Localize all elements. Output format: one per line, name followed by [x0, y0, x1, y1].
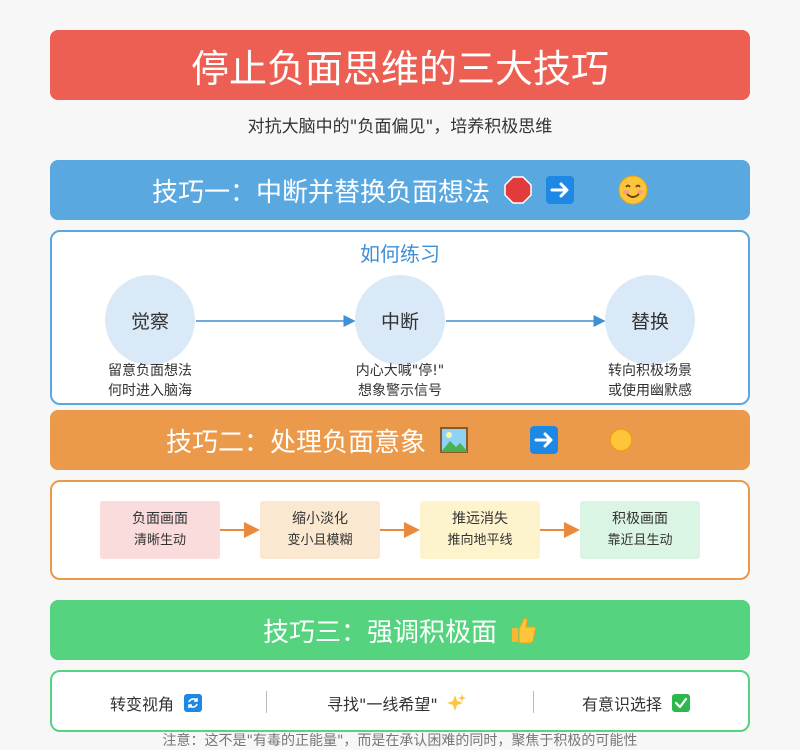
tip-label: 转变视角	[110, 695, 175, 714]
image-step-sub: 靠近且生动	[607, 533, 673, 548]
technique2-panel: 负面画面 清晰生动 缩小淡化 变小且模糊 推远消失 推向地平线 积极画面 靠近且…	[50, 480, 750, 580]
title-banner: 停止负面思维的三大技巧	[50, 30, 750, 100]
step-caption: 留意负面想法 何时进入脑海	[70, 361, 230, 401]
footer-note: 注意：这不是"有毒的正能量"，而是在承认困难的同时，聚焦于积极的可能性	[162, 733, 638, 749]
image-step-sub: 清晰生动	[133, 533, 186, 548]
caption-line: 何时进入脑海	[108, 383, 192, 399]
caption-line: 留意负面想法	[108, 363, 192, 379]
step-circle-aware: 觉察	[105, 275, 195, 365]
picture-icon	[440, 427, 468, 453]
refresh-icon	[184, 694, 203, 712]
stop-sign-icon	[504, 176, 532, 204]
technique1-panel: 如何练习 觉察 中断 替换 留意负面想法 何时进入脑海 内心大喊"停!" 想象警…	[50, 230, 750, 405]
right-arrow-icon	[530, 426, 558, 454]
image-step-shrink: 缩小淡化 变小且模糊	[260, 501, 380, 559]
image-step-title: 缩小淡化	[292, 511, 348, 527]
image-step-negative: 负面画面 清晰生动	[100, 501, 220, 559]
step-circle-replace: 替换	[605, 275, 695, 365]
right-arrow-icon	[546, 176, 574, 204]
checkmark-icon	[672, 694, 691, 712]
image-step-sub: 推向地平线	[447, 533, 513, 548]
caption-line: 内心大喊"停!"	[355, 363, 445, 379]
tip-item: 有意识选择	[582, 691, 691, 715]
step-label: 替换	[630, 310, 669, 333]
technique2-heading: 技巧二：处理负面意象	[165, 427, 426, 458]
flow-arrows	[196, 315, 606, 327]
divider	[533, 691, 534, 713]
technique1-banner: 技巧一：中断并替换负面想法	[50, 160, 750, 220]
divider	[266, 691, 267, 713]
practice-heading: 如何练习	[360, 242, 440, 266]
image-step-push: 推远消失 推向地平线	[420, 501, 540, 559]
technique2-banner: 技巧二：处理负面意象	[50, 410, 750, 470]
step-caption: 内心大喊"停!" 想象警示信号	[320, 361, 480, 401]
tip-item: 转变视角	[110, 691, 203, 715]
image-step-title: 负面画面	[132, 511, 188, 527]
step-label: 觉察	[130, 310, 169, 333]
caption-line: 或使用幽默感	[608, 383, 692, 399]
tip-label: 寻找"一线希望"	[327, 695, 438, 714]
image-flow-arrows	[220, 522, 580, 538]
image-step-title: 推远消失	[452, 511, 508, 527]
page-subtitle: 对抗大脑中的"负面偏见"，培养积极思维	[247, 117, 553, 137]
tip-item: 寻找"一线希望"	[327, 691, 466, 715]
image-step-title: 积极画面	[612, 511, 668, 527]
caption-line: 想象警示信号	[358, 383, 442, 399]
step-circle-interrupt: 中断	[355, 275, 445, 365]
step-caption: 转向积极场景 或使用幽默感	[570, 361, 730, 401]
sun-icon	[608, 427, 634, 453]
image-step-sub: 变小且模糊	[287, 533, 353, 548]
page-title: 停止负面思维的三大技巧	[190, 46, 609, 91]
tip-label: 有意识选择	[582, 695, 663, 714]
technique1-heading: 技巧一：中断并替换负面想法	[151, 177, 490, 208]
caption-line: 转向积极场景	[608, 363, 692, 379]
image-step-positive: 积极画面 靠近且生动	[580, 501, 700, 559]
technique3-panel: 转变视角 寻找"一线希望" 有意识选择	[50, 670, 750, 732]
smiling-face-icon	[618, 175, 648, 205]
technique3-banner: 技巧三：强调积极面	[50, 600, 750, 660]
step-label: 中断	[380, 310, 419, 333]
thumbs-up-icon	[511, 616, 537, 644]
sparkles-icon	[446, 693, 466, 713]
technique3-heading: 技巧三：强调积极面	[262, 617, 497, 648]
